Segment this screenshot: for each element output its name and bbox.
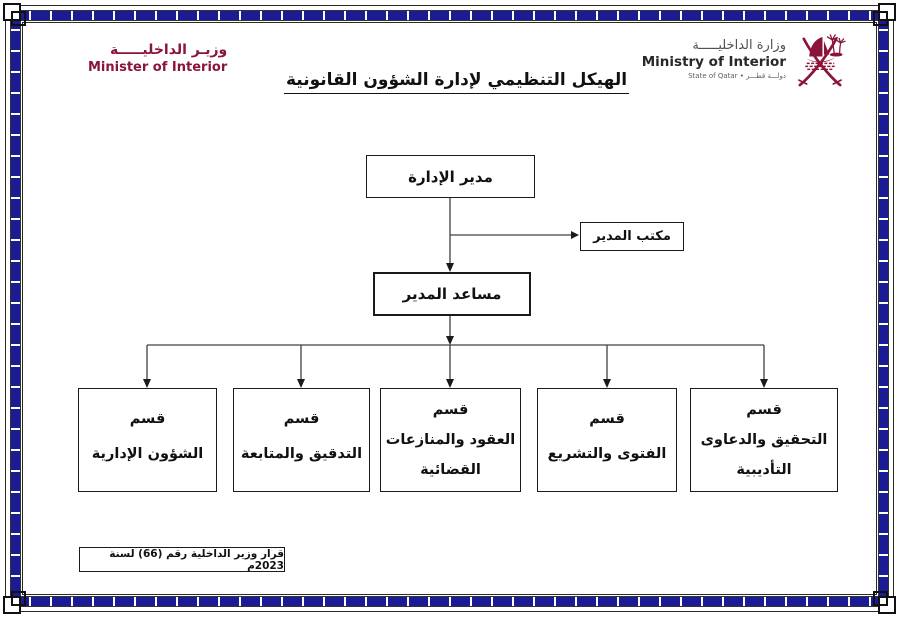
section-line: القضائية	[420, 462, 481, 479]
border-band-bottom	[10, 596, 889, 607]
decree-reference-box: قرار وزير الداخلية رقم (66) لسنة 2023م	[79, 547, 285, 572]
border-band-left	[10, 10, 21, 607]
section-line: التأديبية	[736, 462, 792, 479]
border-band-right	[878, 10, 889, 607]
section-line: قسم	[129, 411, 166, 427]
page-title: الهيكل التنظيمي لإدارة الشؤون القانونية	[0, 70, 899, 94]
assistant-director-label: مساعد المدير	[402, 285, 502, 303]
director-office-box: مكتب المدير	[580, 222, 684, 251]
decree-text: قرار وزير الداخلية رقم (66) لسنة 2023م	[109, 547, 284, 572]
section-fatwa-legislation-box: قسم الفتوى والتشريع	[537, 388, 677, 492]
corner-ornament	[3, 587, 30, 614]
minister-english-text: Minister of Interior	[88, 60, 228, 75]
section-line: قسم	[432, 402, 469, 418]
section-line: قسم	[283, 411, 320, 427]
minister-arabic-text: وزيـر الداخليـــــة	[110, 42, 228, 58]
section-line: الشؤون الإدارية	[91, 446, 204, 463]
section-line: العقود والمنازعات	[385, 432, 516, 449]
section-contracts-disputes-box: قسم العقود والمنازعات القضائية	[380, 388, 521, 492]
assistant-director-box: مساعد المدير	[373, 272, 531, 316]
director-box: مدير الإدارة	[366, 155, 535, 198]
section-line: التدقيق والمتابعة	[240, 446, 363, 463]
ministry-english-text: Ministry of Interior	[641, 54, 786, 70]
qatar-moi-emblem-icon	[798, 34, 846, 87]
section-line: الفتوى والتشريع	[547, 446, 667, 463]
border-band-top	[10, 10, 889, 21]
corner-ornament	[3, 3, 30, 30]
director-office-label: مكتب المدير	[593, 229, 671, 244]
director-label: مدير الإدارة	[408, 167, 493, 186]
ministry-logo-text: وزارة الداخليـــــة Ministry of Interior…	[642, 38, 786, 80]
state-of-qatar-text: State of Qatar • دولـــة قطـــر	[688, 72, 786, 80]
ministry-arabic-text: وزارة الداخليـــــة	[692, 38, 786, 53]
section-line: قسم	[746, 402, 782, 418]
section-investigation-disciplinary-box: قسم التحقيق والدعاوى التأديبية	[690, 388, 838, 492]
section-line: التحقيق والدعاوى	[700, 432, 828, 449]
section-line: قسم	[589, 411, 625, 427]
page-title-text: الهيكل التنظيمي لإدارة الشؤون القانونية	[283, 70, 630, 94]
corner-ornament	[869, 3, 896, 30]
corner-ornament	[869, 587, 896, 614]
section-administrative-affairs-box: قسم الشؤون الإدارية	[78, 388, 217, 492]
section-audit-followup-box: قسم التدقيق والمتابعة	[233, 388, 370, 492]
minister-of-interior-wordmark: وزيـر الداخليـــــة Minister of Interior	[88, 42, 227, 75]
ministry-of-interior-logo: وزارة الداخليـــــة Ministry of Interior…	[642, 28, 847, 90]
